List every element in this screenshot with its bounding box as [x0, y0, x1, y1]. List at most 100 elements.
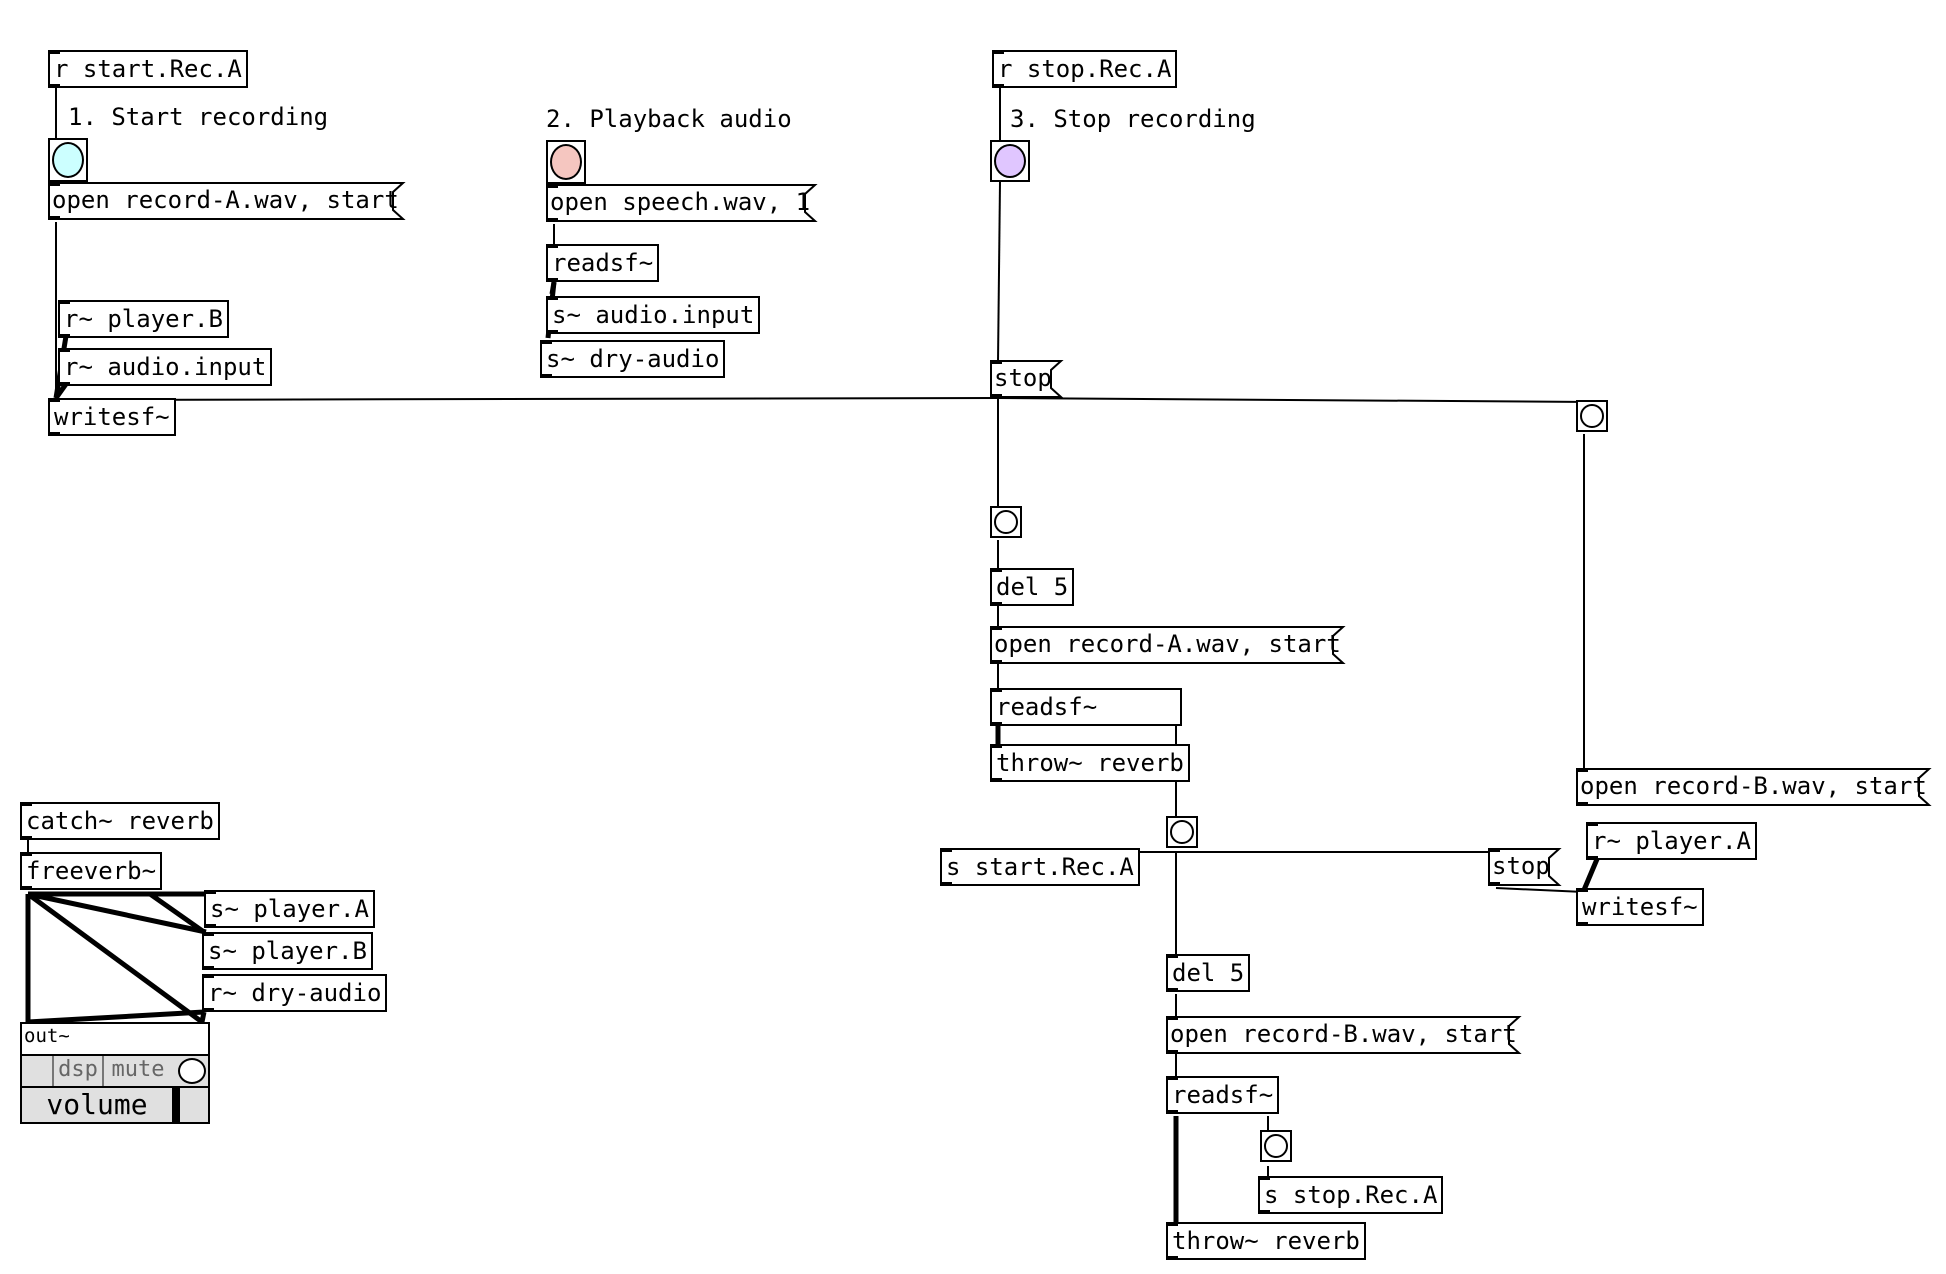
bang-right[interactable]	[1576, 400, 1608, 432]
s-audio-input[interactable]: s~ audio.input	[546, 296, 761, 334]
bang-stop[interactable]	[990, 140, 1030, 182]
volume-slider[interactable]: volume	[22, 1086, 208, 1122]
s-start-rec-a[interactable]: s start.Rec.A	[940, 848, 1140, 886]
outlet	[992, 84, 1004, 88]
outlet	[940, 882, 952, 886]
inlet	[990, 688, 1002, 692]
freeverb[interactable]: freeverb~	[20, 852, 163, 890]
outlet	[546, 278, 558, 282]
inlet	[1166, 1222, 1178, 1226]
inlet	[58, 300, 70, 304]
outlet	[546, 330, 558, 334]
readsf-play[interactable]: readsf~	[546, 244, 660, 282]
comment-start: 1. Start recording	[68, 103, 329, 131]
bang-start-circle	[52, 142, 84, 178]
inlet	[20, 802, 32, 806]
inlet	[1488, 848, 1500, 852]
bang-mid-circle	[994, 510, 1018, 534]
bang-lower-circle	[1264, 1134, 1288, 1158]
inlet	[940, 848, 952, 852]
msg-label: open record-B.wav, start	[1170, 1020, 1517, 1048]
outlet	[540, 374, 552, 378]
volume-slider-handle[interactable]	[172, 1088, 180, 1122]
inlet	[48, 398, 60, 402]
msg-open-record-a-1[interactable]: open record-A.wav, start	[48, 182, 406, 220]
msg-open-record-b-1[interactable]: open record-B.wav, start	[1576, 768, 1932, 806]
outlet	[1166, 1110, 1178, 1114]
s-stop-rec-a[interactable]: s stop.Rec.A	[1258, 1176, 1444, 1214]
bang-center-circle	[1170, 820, 1194, 844]
outlet	[20, 886, 32, 890]
outlet	[48, 216, 60, 220]
bang-center[interactable]	[1166, 816, 1198, 848]
s-player-a[interactable]: s~ player.A	[204, 890, 375, 928]
msg-stop-1[interactable]: stop	[990, 360, 1064, 398]
outlet	[58, 334, 70, 338]
msg-stop-2[interactable]: stop	[1488, 848, 1562, 886]
out-module-title: out~	[24, 1025, 70, 1047]
r-stop-rec-a[interactable]: r stop.Rec.A	[992, 50, 1178, 88]
msg-label: open record-B.wav, start	[1580, 772, 1927, 800]
outlet	[1166, 1256, 1178, 1260]
msg-label: open speech.wav, 1	[550, 188, 811, 216]
dsp-button[interactable]: dsp	[52, 1056, 102, 1086]
signal-freeverb-right-to-s-player-b	[148, 891, 206, 935]
throw-reverb-a[interactable]: throw~ reverb	[990, 744, 1190, 782]
outlet	[1576, 802, 1588, 806]
comment-stop: 3. Stop recording	[1010, 105, 1256, 133]
del-5-a[interactable]: del 5	[990, 568, 1075, 606]
msg-open-speech[interactable]: open speech.wav, 1	[546, 184, 818, 222]
catch-reverb[interactable]: catch~ reverb	[20, 802, 220, 840]
r-dry-audio[interactable]: r~ dry-audio	[202, 974, 388, 1012]
outlet	[990, 394, 1002, 398]
inlet	[1166, 954, 1178, 958]
readsf-a[interactable]: readsf~	[990, 688, 1182, 726]
r-player-a[interactable]: r~ player.A	[1586, 822, 1757, 860]
r-start-rec-a[interactable]: r start.Rec.A	[48, 50, 248, 88]
outlet	[990, 722, 1002, 726]
out-module: out~ dsp mute volume	[20, 1022, 210, 1124]
outlet	[20, 836, 32, 840]
r-player-b[interactable]: r~ player.B	[58, 300, 229, 338]
signal-r-dry-to-out-right	[199, 1011, 207, 1023]
bang-mid[interactable]	[990, 506, 1022, 538]
bang-lower[interactable]	[1260, 1130, 1292, 1162]
outlet	[1586, 856, 1598, 860]
outlet	[202, 966, 214, 970]
throw-reverb-b[interactable]: throw~ reverb	[1166, 1222, 1366, 1260]
writesf-b[interactable]: writesf~	[1576, 888, 1704, 926]
outlet	[1488, 882, 1500, 886]
writesf-a[interactable]: writesf~	[48, 398, 176, 436]
msg-label: stop	[1492, 852, 1550, 880]
inlet	[1166, 1016, 1178, 1020]
s-dry-audio[interactable]: s~ dry-audio	[540, 340, 726, 378]
mute-button[interactable]: mute	[102, 1056, 172, 1086]
bang-start[interactable]	[48, 138, 88, 182]
inlet	[990, 360, 1002, 364]
outlet	[204, 924, 216, 928]
comment-playback: 2. Playback audio	[546, 105, 792, 133]
inlet	[546, 244, 558, 248]
readsf-b[interactable]: readsf~	[1166, 1076, 1280, 1114]
msg-open-record-a-2[interactable]: open record-A.wav, start	[990, 626, 1346, 664]
out-module-controls: dsp mute	[22, 1054, 208, 1086]
inlet	[990, 626, 1002, 630]
outlet	[1258, 1210, 1270, 1214]
bang-play-circle	[550, 144, 582, 180]
inlet	[990, 568, 1002, 572]
inlet	[992, 50, 1004, 54]
outlet	[48, 432, 60, 436]
inlet	[1166, 1076, 1178, 1080]
inlet	[1576, 768, 1588, 772]
inlet	[1258, 1176, 1270, 1180]
r-audio-input[interactable]: r~ audio.input	[58, 348, 273, 386]
del-5-b[interactable]: del 5	[1166, 954, 1251, 992]
mute-toggle-circle[interactable]	[178, 1058, 206, 1084]
s-player-b[interactable]: s~ player.B	[202, 932, 373, 970]
inlet	[48, 50, 60, 54]
msg-open-record-b-2[interactable]: open record-B.wav, start	[1166, 1016, 1522, 1054]
bang-play[interactable]	[546, 140, 586, 184]
outlet	[1576, 922, 1588, 926]
inlet	[58, 348, 70, 352]
